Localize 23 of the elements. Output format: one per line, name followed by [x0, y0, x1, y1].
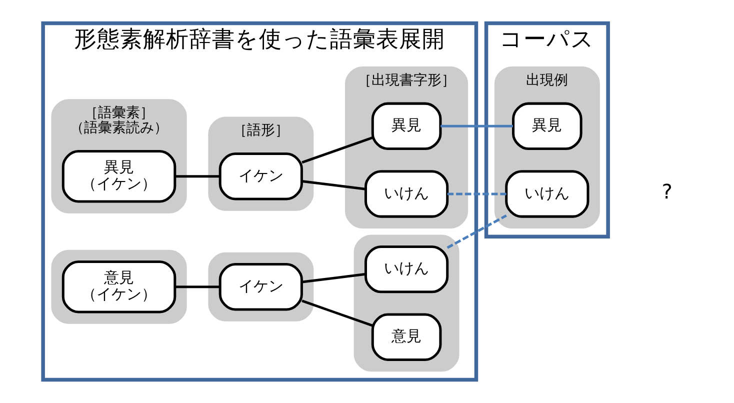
- connector: [440, 124, 513, 128]
- node-box: 異見: [512, 102, 582, 150]
- node-box: イケン: [218, 152, 303, 200]
- node-box: 異見: [371, 102, 442, 150]
- node-box: いけん: [505, 170, 590, 218]
- node-box: イケン: [218, 263, 303, 311]
- cluster: [354, 234, 460, 372]
- node-box: 異見 （イケン）: [62, 150, 176, 203]
- connector: [446, 214, 507, 249]
- node-box: いけん: [364, 245, 449, 294]
- connector: [302, 180, 366, 190]
- connector: [174, 286, 220, 288]
- connector: [447, 192, 506, 196]
- connector: [302, 300, 373, 327]
- label: ?: [662, 180, 672, 204]
- connector: [302, 136, 373, 164]
- connector: [302, 272, 366, 284]
- node-box: 意見 （イケン）: [62, 260, 176, 314]
- node-box: いけん: [364, 170, 449, 218]
- connector: [174, 175, 220, 178]
- cluster: [208, 252, 314, 322]
- cluster: [51, 250, 187, 324]
- node-box: 意見: [371, 313, 442, 361]
